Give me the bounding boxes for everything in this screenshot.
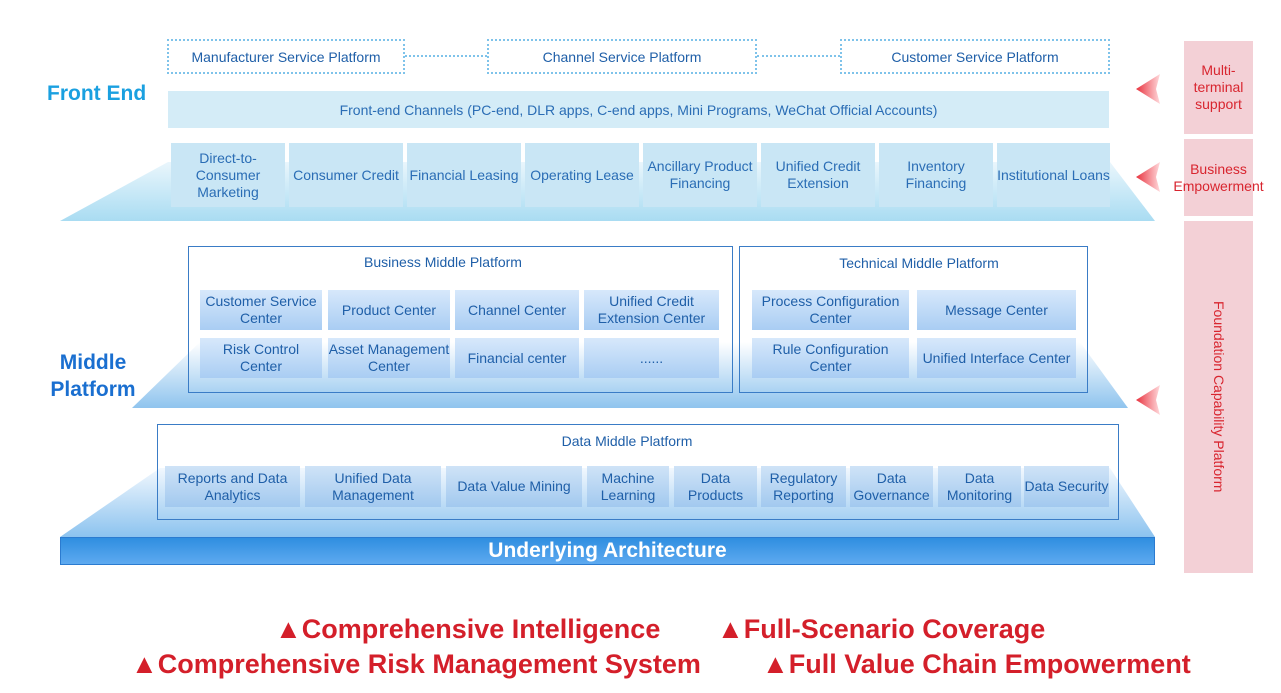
business-empowerment: Business Empowerment <box>1173 139 1264 216</box>
middle-cell: Unified Interface Center <box>917 338 1076 378</box>
data-cell: Data Security <box>1024 466 1109 507</box>
multi-terminal-support: Multi-terminal support <box>1184 41 1253 134</box>
business-middle-platform <box>188 246 733 393</box>
underlying-architecture: Underlying Architecture <box>60 537 1155 565</box>
middle-cell: Customer Service Center <box>200 290 322 330</box>
data-cell: Data Value Mining <box>446 466 582 507</box>
middle-platform-label: Middle Platform <box>50 351 136 401</box>
arrow-icon <box>1136 385 1160 415</box>
middle-cell: Message Center <box>917 290 1076 330</box>
middle-cell: Process Configuration Center <box>752 290 909 330</box>
data-cell: Data Monitoring <box>938 466 1021 507</box>
channel-service-platform: Channel Service Platform <box>487 39 757 74</box>
business-item: Inventory Financing <box>879 143 993 207</box>
connector-line <box>757 55 840 57</box>
middle-cell: Financial center <box>455 338 579 378</box>
foundation-capability-platform: Foundation Capability Platform <box>1184 221 1253 573</box>
data-middle-platform-title: Data Middle Platform <box>561 433 693 449</box>
slogan: ▲Comprehensive Intelligence <box>275 614 661 644</box>
business-item: Operating Lease <box>525 143 639 207</box>
business-item: Consumer Credit <box>289 143 403 207</box>
middle-cell: ...... <box>584 338 719 378</box>
front-end-channels: Front-end Channels (PC-end, DLR apps, C-… <box>168 91 1109 128</box>
middle-cell: Asset Management Center <box>328 338 450 378</box>
data-cell: Regulatory Reporting <box>761 466 846 507</box>
data-cell: Data Governance <box>850 466 933 507</box>
arrow-icon <box>1136 74 1160 104</box>
data-cell: Data Products <box>674 466 757 507</box>
slogan: ▲Full-Scenario Coverage <box>717 614 1046 644</box>
middle-cell: Unified Credit Extension Center <box>584 290 719 330</box>
front-end-label: Front End <box>47 82 147 105</box>
data-middle-platform <box>157 424 1119 520</box>
data-cell: Reports and Data Analytics <box>165 466 300 507</box>
arrow-icon <box>1136 162 1160 192</box>
data-cell: Machine Learning <box>587 466 669 507</box>
business-item: Direct-to-Consumer Marketing <box>171 143 285 207</box>
business-item: Institutional Loans <box>997 143 1110 207</box>
middle-cell: Risk Control Center <box>200 338 322 378</box>
business-item: Financial Leasing <box>407 143 521 207</box>
foundation-capability-label: Foundation Capability Platform <box>1211 301 1227 493</box>
technical-middle-platform <box>739 246 1088 393</box>
slogan: ▲Comprehensive Risk Management System <box>131 649 701 679</box>
business-item: Unified Credit Extension <box>761 143 875 207</box>
middle-cell: Channel Center <box>455 290 579 330</box>
middle-cell: Rule Configuration Center <box>752 338 909 378</box>
customer-service-platform: Customer Service Platform <box>840 39 1110 74</box>
business-middle-platform-title: Business Middle Platform <box>364 254 522 270</box>
manufacturer-service-platform: Manufacturer Service Platform <box>167 39 405 74</box>
slogan: ▲Full Value Chain Empowerment <box>762 649 1191 679</box>
business-item: Ancillary Product Financing <box>643 143 757 207</box>
technical-middle-platform-title: Technical Middle Platform <box>839 255 999 271</box>
middle-cell: Product Center <box>328 290 450 330</box>
connector-line <box>405 55 487 57</box>
data-cell: Unified Data Management <box>305 466 441 507</box>
